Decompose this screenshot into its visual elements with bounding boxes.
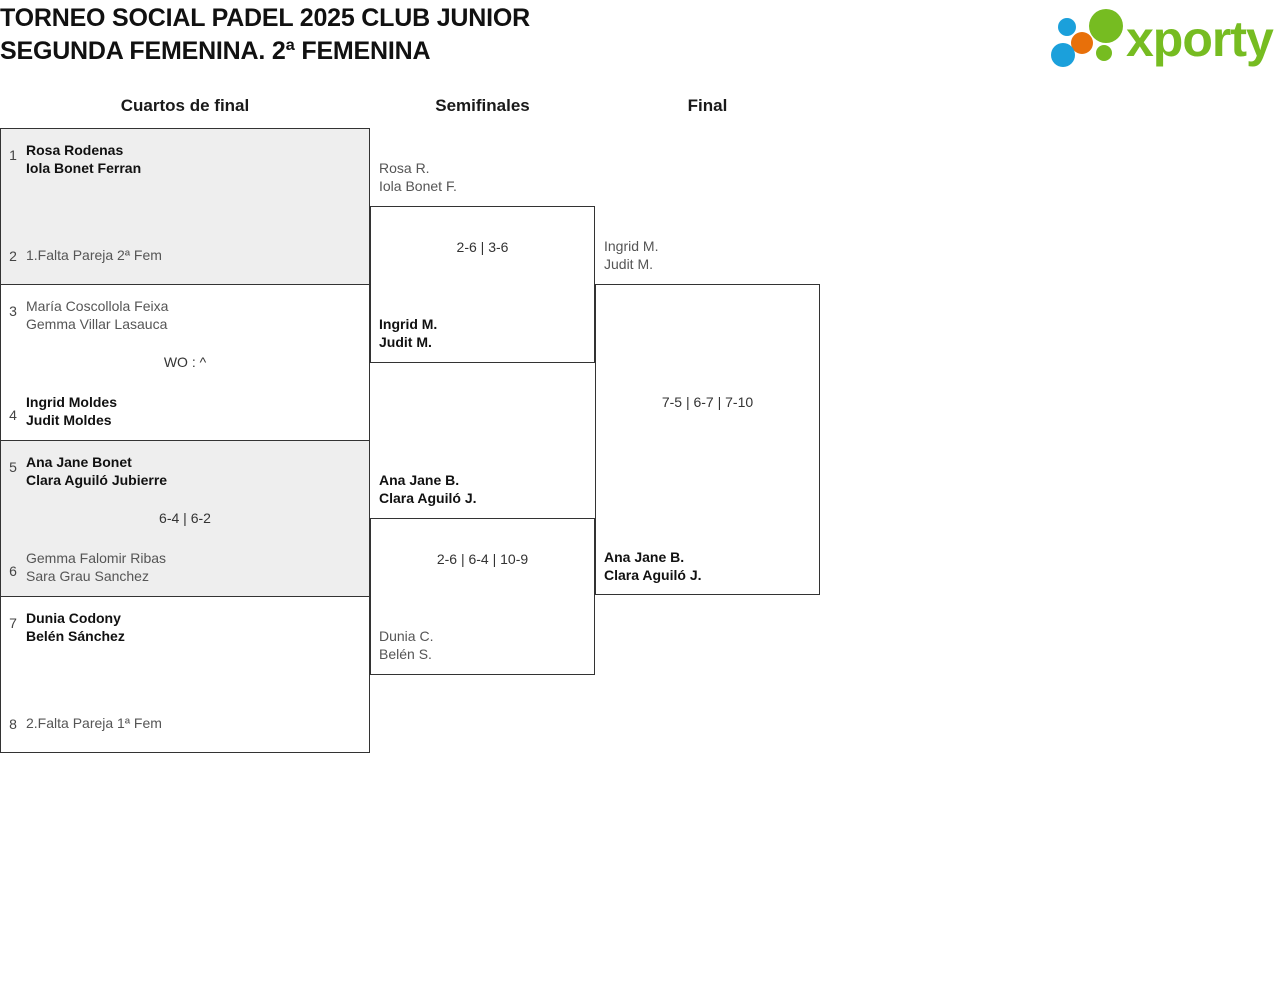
- logo-dot-orange: [1071, 32, 1093, 54]
- team-bottom: Dunia C. Belén S.: [379, 627, 588, 663]
- team-bottom: 1.Falta Pareja 2ª Fem: [26, 246, 363, 264]
- xporty-logo[interactable]: xporty: [1048, 5, 1276, 69]
- team-player-1: María Coscollola Feixa: [26, 298, 169, 314]
- page-title-line-2: SEGUNDA FEMENINA. 2ª FEMENINA: [0, 37, 431, 65]
- team-player-1: Rosa R.: [379, 160, 430, 176]
- match-final[interactable]: Ingrid M. Judit M. 7-5 | 6-7 | 7-10 Ana …: [595, 238, 820, 595]
- logo-dot-green-small: [1096, 45, 1112, 61]
- team-player-2: Clara Aguiló J.: [604, 567, 702, 583]
- team-player-2: Judit Moldes: [26, 412, 112, 428]
- seed-number: 6: [9, 563, 17, 579]
- team-top: Ingrid M. Judit M.: [604, 237, 813, 273]
- team-player-2: Judit M.: [604, 256, 654, 272]
- match-qf-2[interactable]: 3 María Coscollola Feixa Gemma Villar La…: [0, 284, 370, 441]
- team-player-2: Sara Grau Sanchez: [26, 568, 149, 584]
- round-header-quarterfinals: Cuartos de final: [120, 96, 250, 115]
- team-player-1: Ingrid M.: [379, 316, 438, 332]
- team-player-2: Iola Bonet F.: [379, 178, 457, 194]
- match-qf-3[interactable]: 5 Ana Jane Bonet Clara Aguiló Jubierre 6…: [0, 440, 370, 597]
- page-header: TORNEO SOCIAL PADEL 2025 CLUB JUNIOR SEG…: [0, 0, 1280, 76]
- xporty-logo-svg: xporty: [1051, 9, 1275, 67]
- team-bottom: Ingrid M. Judit M.: [379, 315, 588, 351]
- team-player-2: Gemma Villar Lasauca: [26, 316, 168, 332]
- team-player-1: Gemma Falomir Ribas: [26, 550, 167, 566]
- seed-number: 7: [9, 615, 17, 631]
- match-qf-4[interactable]: 7 Dunia Codony Belén Sánchez 8 2.Falta P…: [0, 596, 370, 753]
- seed-number: 1: [9, 147, 17, 163]
- team-player-2: Clara Aguiló J.: [379, 490, 477, 506]
- match-sf-1[interactable]: Rosa R. Iola Bonet F. 2-6 | 3-6 Ingrid M…: [370, 160, 595, 363]
- team-player-1: 1.Falta Pareja 2ª Fem: [26, 247, 162, 263]
- team-player-2: Clara Aguiló Jubierre: [26, 472, 168, 488]
- seed-number: 2: [9, 248, 17, 264]
- page-title-line-1: TORNEO SOCIAL PADEL 2025 CLUB JUNIOR: [0, 4, 530, 32]
- logo-dot-green-big: [1089, 9, 1123, 43]
- team-top: Rosa Rodenas Iola Bonet Ferran: [26, 141, 363, 177]
- logo-wordmark: xporty: [1126, 11, 1274, 67]
- seed-number: 8: [9, 716, 17, 732]
- match-qf-1[interactable]: 1 Rosa Rodenas Iola Bonet Ferran 2 1.Fal…: [0, 128, 370, 285]
- team-player-1: 2.Falta Pareja 1ª Fem: [26, 715, 162, 731]
- team-top: Ana Jane B. Clara Aguiló J.: [379, 471, 588, 507]
- seed-number: 3: [9, 303, 17, 319]
- match-score: 2-6 | 3-6: [456, 239, 509, 255]
- team-player-1: Dunia Codony: [26, 610, 121, 626]
- match-score: 7-5 | 6-7 | 7-10: [661, 394, 754, 410]
- match-score: 2-6 | 6-4 | 10-9: [436, 551, 529, 567]
- team-player-2: Judit M.: [379, 334, 432, 350]
- team-player-1: Dunia C.: [379, 628, 434, 644]
- round-header-final: Final: [687, 96, 728, 115]
- team-top: María Coscollola Feixa Gemma Villar Lasa…: [26, 297, 363, 333]
- team-player-2: Belén S.: [379, 646, 432, 662]
- team-player-1: Ana Jane B.: [379, 472, 460, 488]
- seed-number: 4: [9, 407, 17, 423]
- round-header-semifinals: Semifinales: [435, 96, 530, 115]
- logo-dot-blue-top: [1058, 18, 1076, 36]
- page-title: TORNEO SOCIAL PADEL 2025 CLUB JUNIOR SEG…: [0, 2, 900, 68]
- seed-number: 5: [9, 459, 17, 475]
- team-player-1: Ingrid M.: [604, 238, 659, 254]
- team-player-2: Iola Bonet Ferran: [26, 160, 142, 176]
- match-sf-2[interactable]: Ana Jane B. Clara Aguiló J. 2-6 | 6-4 | …: [370, 472, 595, 675]
- team-top: Rosa R. Iola Bonet F.: [379, 159, 588, 195]
- team-bottom: Gemma Falomir Ribas Sara Grau Sanchez: [26, 549, 363, 585]
- team-top: Ana Jane Bonet Clara Aguiló Jubierre: [26, 453, 363, 489]
- team-player-1: Ingrid Moldes: [26, 394, 117, 410]
- team-top: Dunia Codony Belén Sánchez: [26, 609, 363, 645]
- team-player-2: Belén Sánchez: [26, 628, 125, 644]
- team-bottom: Ana Jane B. Clara Aguiló J.: [604, 548, 813, 584]
- logo-dot-blue-bottom: [1051, 43, 1075, 67]
- match-score: WO : ^: [163, 354, 207, 370]
- team-bottom: 2.Falta Pareja 1ª Fem: [26, 714, 363, 732]
- team-player-1: Rosa Rodenas: [26, 142, 124, 158]
- match-score: 6-4 | 6-2: [159, 510, 211, 526]
- team-player-1: Ana Jane B.: [604, 549, 685, 565]
- team-bottom: Ingrid Moldes Judit Moldes: [26, 393, 363, 429]
- team-player-1: Ana Jane Bonet: [26, 454, 132, 470]
